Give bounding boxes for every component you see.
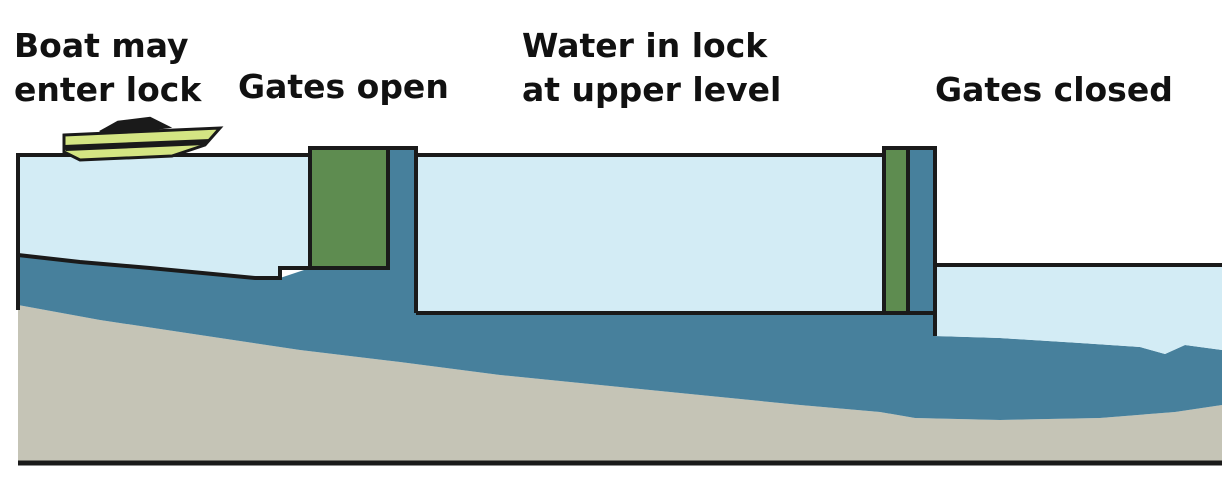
boat bbox=[62, 116, 224, 162]
label-gates-open: Gates open bbox=[238, 67, 449, 106]
lower-water-downstream bbox=[935, 265, 1222, 354]
lower-gate-closed bbox=[886, 148, 908, 313]
label-water-in-lock-line2: at upper level bbox=[522, 70, 781, 109]
upper-pier-outline bbox=[388, 146, 418, 313]
upper-water-approach bbox=[18, 155, 310, 278]
label-boat-may-enter-lock-line1: Boat may bbox=[14, 26, 189, 65]
upper-gate-open bbox=[310, 148, 388, 268]
structure-outlines bbox=[16, 146, 1222, 466]
label-water-in-lock-line1: Water in lock bbox=[522, 26, 768, 65]
deep-water bbox=[18, 148, 1222, 420]
approach-surface-line bbox=[16, 153, 310, 310]
approach-bed-line bbox=[17, 253, 310, 280]
ground bbox=[18, 305, 1222, 463]
lock-chamber-water bbox=[416, 155, 884, 313]
label-boat-may-enter-lock-line2: enter lock bbox=[14, 70, 202, 109]
label-gates-closed: Gates closed bbox=[935, 70, 1173, 109]
boat-stripe bbox=[64, 139, 210, 151]
